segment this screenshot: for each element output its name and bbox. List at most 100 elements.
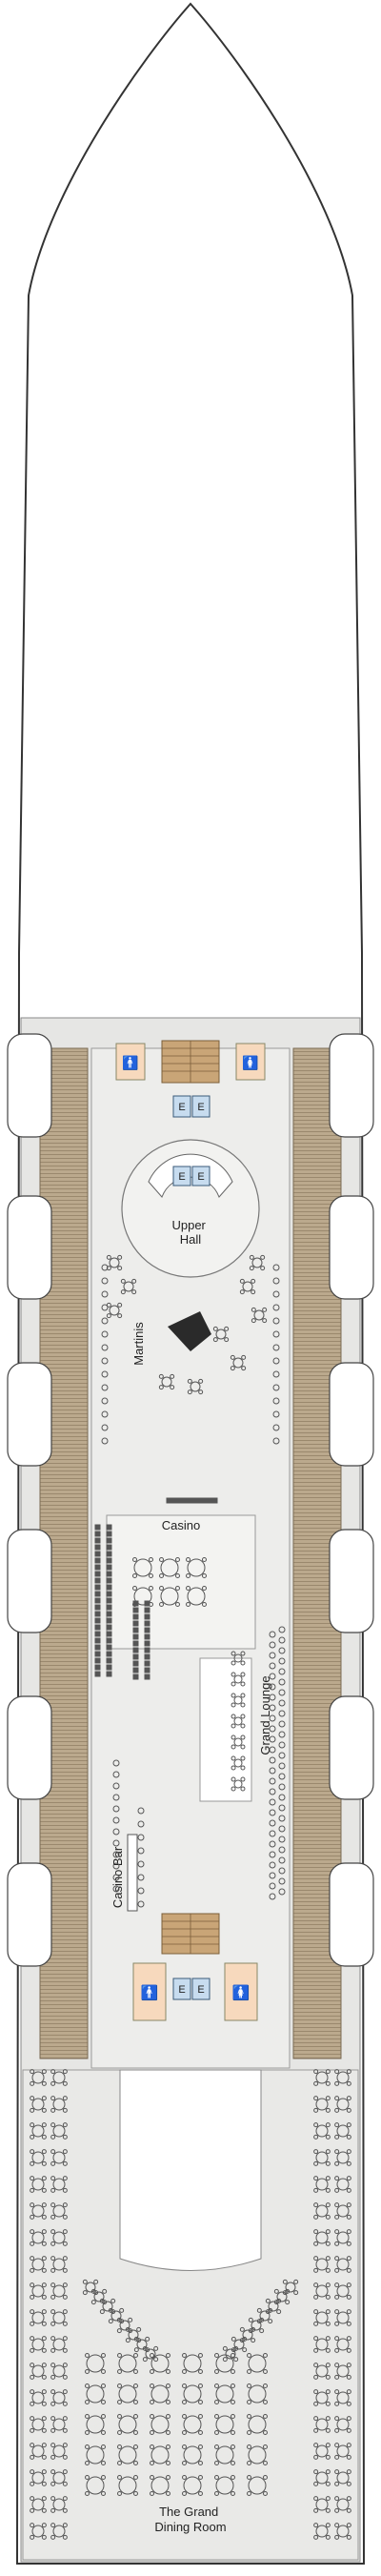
slot-machine-icon bbox=[106, 1564, 112, 1571]
table-icon bbox=[50, 2096, 68, 2113]
chair-icon bbox=[278, 1741, 286, 1749]
casino-bar-label: Casino Bar bbox=[110, 1846, 125, 1908]
elevator-label: E bbox=[197, 1984, 204, 1996]
elevator-label: E bbox=[178, 1102, 185, 1113]
chair-icon bbox=[278, 1877, 286, 1885]
slot-machine-icon bbox=[94, 1631, 101, 1637]
table-icon bbox=[30, 2256, 47, 2273]
table-icon bbox=[247, 2475, 268, 2496]
table-icon bbox=[313, 2069, 331, 2086]
slot-machine-icon bbox=[132, 1653, 139, 1660]
slot-machine-icon bbox=[144, 1613, 150, 1620]
table-icon bbox=[30, 2363, 47, 2380]
slot-machine-icon bbox=[106, 1537, 112, 1544]
table-icon bbox=[334, 2256, 351, 2273]
table-icon bbox=[231, 1693, 246, 1708]
chair-icon bbox=[137, 1820, 145, 1828]
table-icon bbox=[30, 2096, 47, 2113]
slot-machine-icon bbox=[94, 1651, 101, 1657]
chair-icon bbox=[269, 1704, 276, 1712]
chair-icon bbox=[112, 1816, 120, 1824]
table-icon bbox=[334, 2069, 351, 2086]
table-icon bbox=[247, 2414, 268, 2435]
elevator-icon bbox=[191, 1166, 211, 1187]
chair-icon bbox=[269, 1893, 276, 1900]
table-icon bbox=[222, 2345, 239, 2363]
slot-machine-icon bbox=[144, 1667, 150, 1673]
table-icon bbox=[282, 2279, 299, 2296]
table-icon bbox=[158, 1373, 175, 1390]
chair-icon bbox=[278, 1888, 286, 1896]
slot-machine-icon bbox=[106, 1544, 112, 1551]
slot-machine-icon bbox=[106, 1644, 112, 1651]
slot-machine-icon bbox=[106, 1657, 112, 1664]
chair-icon bbox=[278, 1678, 286, 1686]
chair-icon bbox=[112, 1839, 120, 1847]
slot-machine-icon bbox=[94, 1551, 101, 1557]
table-icon bbox=[50, 2496, 68, 2513]
table-icon bbox=[313, 2389, 331, 2406]
table-icon bbox=[182, 2414, 203, 2435]
table-icon bbox=[30, 2469, 47, 2486]
chair-icon bbox=[269, 1872, 276, 1879]
slot-machine-icon bbox=[94, 1657, 101, 1664]
elevator-icon bbox=[191, 1978, 211, 2000]
lifeboat-icon bbox=[7, 1195, 52, 1300]
slot-machine-icon bbox=[194, 1497, 201, 1504]
casino-label: Casino bbox=[162, 1518, 200, 1532]
table-icon bbox=[187, 1378, 204, 1395]
table-icon bbox=[150, 2383, 170, 2404]
chair-icon bbox=[269, 1662, 276, 1670]
chair-icon bbox=[112, 1782, 120, 1790]
chair-icon bbox=[112, 1828, 120, 1836]
chair-icon bbox=[272, 1317, 280, 1325]
chair-icon bbox=[269, 1819, 276, 1827]
chair-icon bbox=[137, 1874, 145, 1881]
table-icon bbox=[256, 2307, 273, 2324]
chair-icon bbox=[269, 1756, 276, 1764]
table-icon bbox=[50, 2336, 68, 2353]
table-icon bbox=[313, 2282, 331, 2300]
restroom-icon bbox=[235, 1043, 266, 1081]
table-icon bbox=[30, 2282, 47, 2300]
elevator-label: E bbox=[197, 1171, 204, 1183]
table-icon bbox=[231, 1714, 246, 1729]
chair-icon bbox=[272, 1290, 280, 1298]
table-icon bbox=[334, 2229, 351, 2246]
chair-icon bbox=[269, 1714, 276, 1722]
chair-icon bbox=[272, 1424, 280, 1431]
table-icon bbox=[50, 2282, 68, 2300]
table-icon bbox=[50, 2069, 68, 2086]
slot-machine-icon bbox=[106, 1651, 112, 1657]
table-icon bbox=[334, 2176, 351, 2193]
chair-icon bbox=[278, 1710, 286, 1717]
elevator-icon bbox=[172, 1978, 191, 2000]
slot-machine-icon bbox=[106, 1611, 112, 1617]
slot-machine-icon bbox=[106, 1571, 112, 1577]
slot-machine-icon bbox=[94, 1617, 101, 1624]
table-icon bbox=[249, 1254, 266, 1271]
slot-machine-icon bbox=[94, 1591, 101, 1597]
chair-icon bbox=[278, 1794, 286, 1801]
slot-machine-icon bbox=[106, 1577, 112, 1584]
chair-icon bbox=[101, 1370, 109, 1378]
table-icon bbox=[30, 2443, 47, 2460]
table-icon bbox=[106, 1302, 123, 1319]
slot-machine-icon bbox=[132, 1633, 139, 1640]
table-icon bbox=[50, 2416, 68, 2433]
slot-machine-icon bbox=[132, 1673, 139, 1680]
slot-machine-icon bbox=[106, 1591, 112, 1597]
upper-hall-label: Upper Hall bbox=[171, 1218, 209, 1247]
slot-machine-icon bbox=[94, 1531, 101, 1537]
slot-machine-icon bbox=[132, 1667, 139, 1673]
table-icon bbox=[186, 1586, 207, 1607]
lifeboat-icon bbox=[7, 1362, 52, 1467]
slot-machine-icon bbox=[132, 1613, 139, 1620]
slot-machine-icon bbox=[144, 1633, 150, 1640]
chair-icon bbox=[137, 1860, 145, 1868]
slot-machine-icon bbox=[94, 1557, 101, 1564]
slot-machine-icon bbox=[94, 1637, 101, 1644]
table-icon bbox=[334, 2469, 351, 2486]
table-icon bbox=[214, 2475, 235, 2496]
